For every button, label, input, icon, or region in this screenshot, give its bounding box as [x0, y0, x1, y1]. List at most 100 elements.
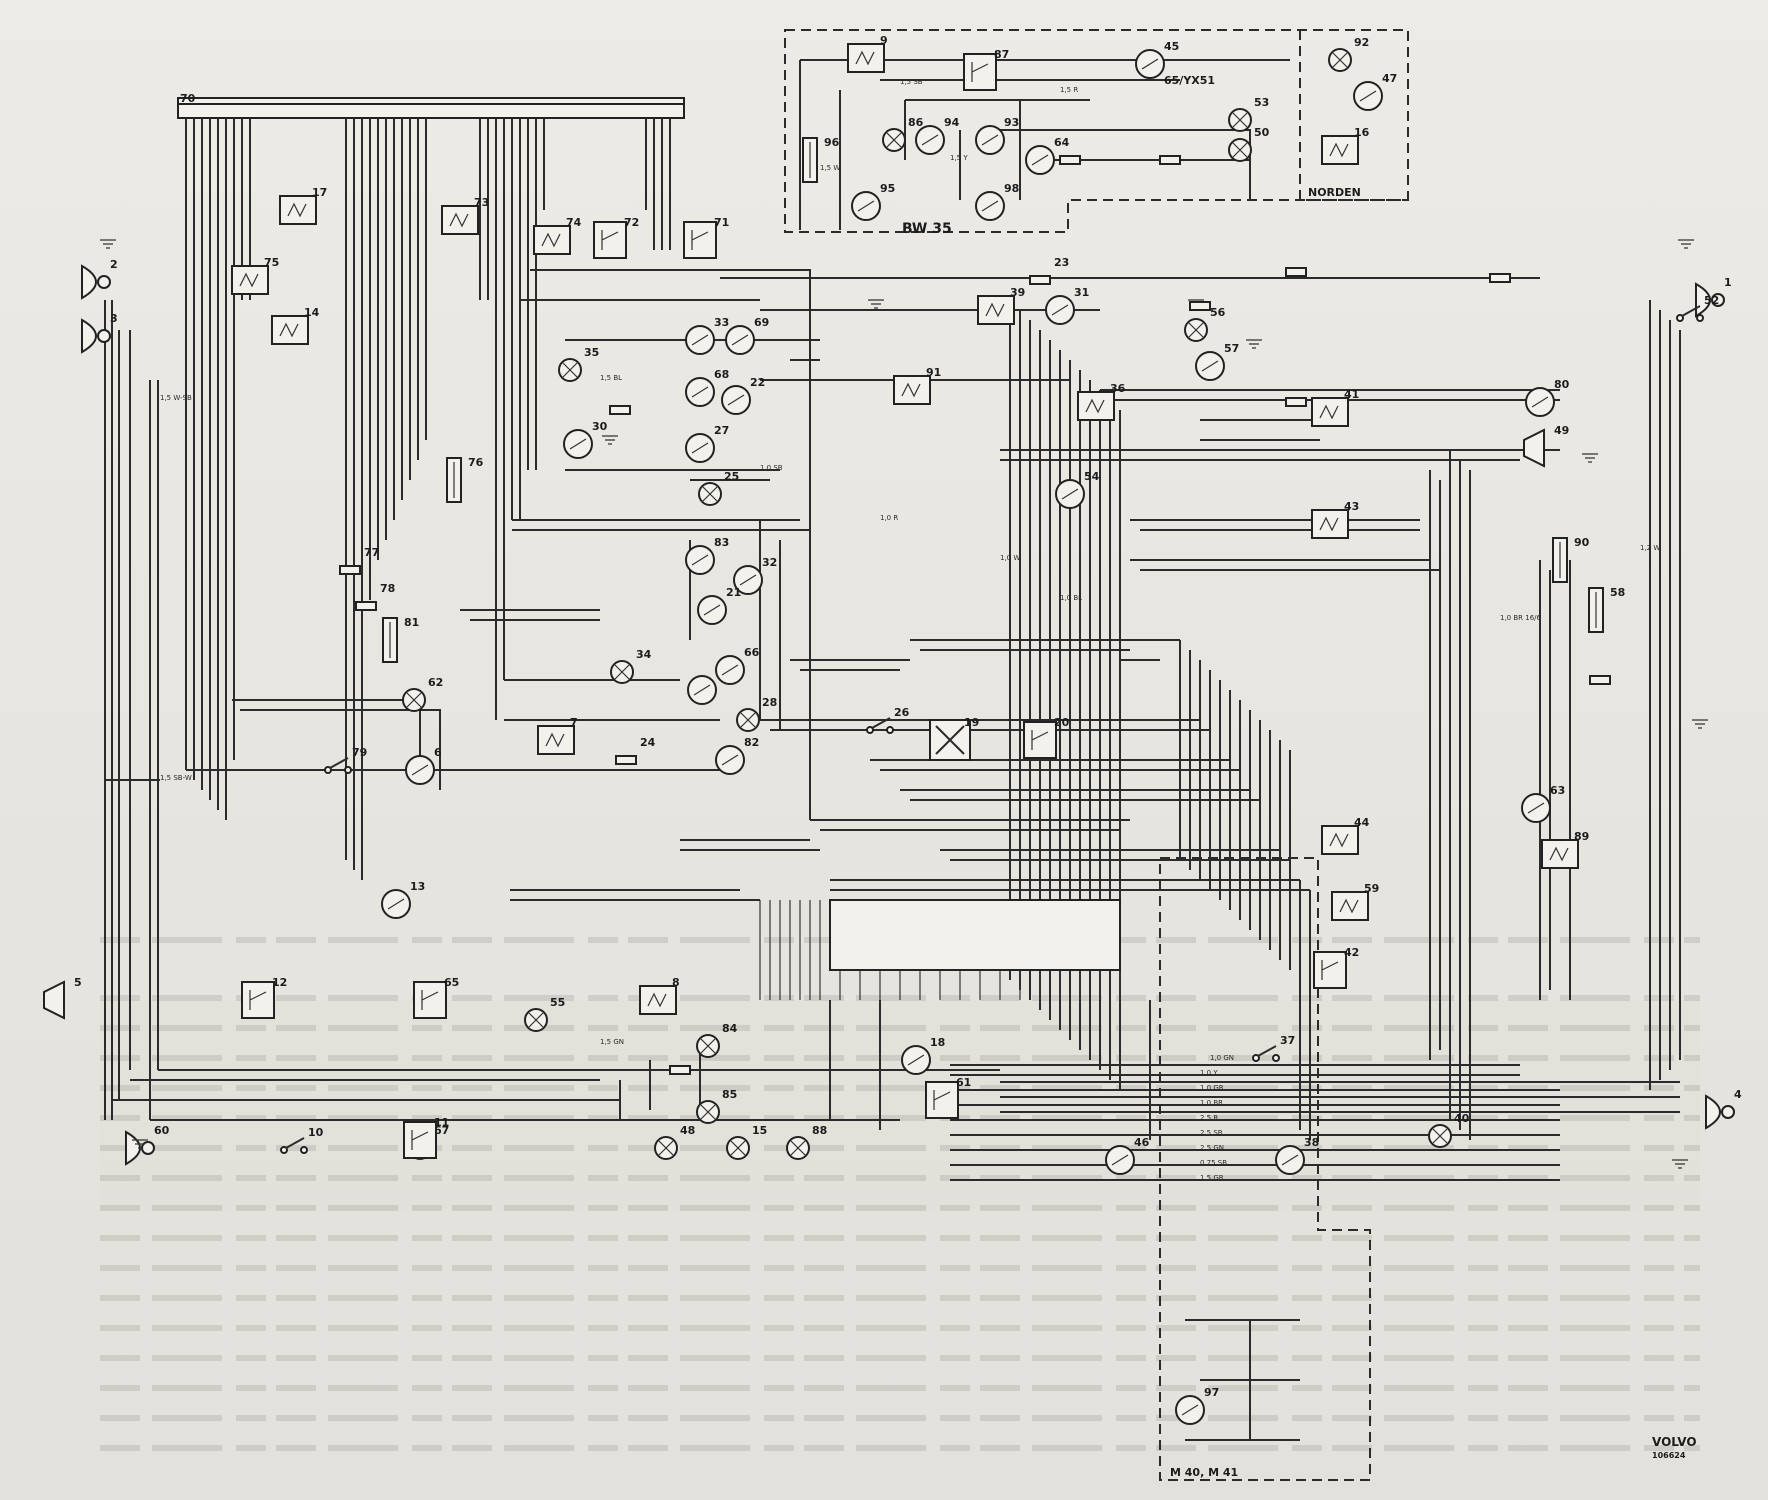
component-number: 50 — [1254, 126, 1270, 139]
component-80: 80 — [1525, 378, 1570, 417]
component-43: 43 — [1311, 500, 1359, 539]
component-2: 2 — [81, 258, 118, 300]
fuse-symbol — [1059, 155, 1081, 165]
component-number: 6 — [434, 746, 442, 759]
component-33: 33 — [685, 316, 729, 355]
component-number: 72 — [624, 216, 639, 229]
component-54: 54 — [1055, 470, 1100, 509]
component-number: 1 — [1724, 276, 1732, 289]
wire-color-label: 0,75 SB — [1200, 1159, 1227, 1167]
component-35: 35 — [558, 346, 599, 382]
wire-color-label: 1,0 Y — [1200, 1069, 1218, 1077]
component-number: 67 — [434, 1124, 449, 1137]
component-number: 53 — [1254, 96, 1269, 109]
component-61: 61 — [925, 1076, 971, 1119]
component-number: 49 — [1554, 424, 1569, 437]
component-number: 76 — [468, 456, 484, 469]
fuse-symbol — [1285, 267, 1307, 277]
component-number: 39 — [1010, 286, 1025, 299]
component-number: 20 — [1054, 716, 1070, 729]
component-15: 15 — [726, 1124, 767, 1160]
wire-harness — [104, 59, 1681, 1441]
component-91: 91 — [893, 366, 941, 405]
norden-label: NORDEN — [1308, 186, 1361, 199]
component-number: 38 — [1304, 1136, 1319, 1149]
component-number: 27 — [714, 424, 729, 437]
wire-color-label: 1,0 SB — [760, 464, 783, 472]
component-93: 93 — [975, 116, 1019, 155]
component-71: 71 — [683, 216, 729, 259]
component-number: 93 — [1004, 116, 1019, 129]
reference-number: 106624 — [1652, 1451, 1686, 1460]
component-77: 77 — [339, 546, 379, 575]
component-number: 98 — [1004, 182, 1019, 195]
ground-symbol — [1692, 719, 1708, 729]
component-74: 74 — [533, 216, 582, 255]
component-number: 65 — [444, 976, 459, 989]
component-14: 14 — [271, 306, 320, 345]
component-1: 1 — [1695, 276, 1732, 318]
fuse-symbol — [1589, 675, 1611, 685]
component-7: 7 — [537, 716, 578, 755]
fuse-box — [829, 899, 1121, 971]
wire-color-label: 1,0 BR 16/6 — [1500, 614, 1542, 622]
component-number: 89 — [1574, 830, 1589, 843]
wire-color-label: 1,5 GN — [600, 1038, 624, 1046]
norden-option-box — [1299, 30, 1408, 201]
component-number: 14 — [304, 306, 320, 319]
component-number: 64 — [1054, 136, 1070, 149]
component-number: 32 — [762, 556, 777, 569]
component-79: 79 — [324, 746, 367, 774]
component-number: 57 — [1224, 342, 1239, 355]
component-38: 38 — [1275, 1136, 1319, 1175]
component-number: 90 — [1574, 536, 1590, 549]
component-number: 18 — [930, 1036, 945, 1049]
component-number: 95 — [880, 182, 895, 195]
wire-color-label: 1,0 BL — [1060, 594, 1082, 602]
component-28: 28 — [736, 696, 777, 732]
m40-m41-label: M 40, M 41 — [1170, 1466, 1238, 1479]
component-36: 36 — [1077, 382, 1126, 421]
component-86: 86 — [882, 116, 924, 152]
component-number: 33 — [714, 316, 729, 329]
ground-symbol — [132, 1139, 148, 1149]
component-37: 37 — [1252, 1034, 1295, 1062]
component-number: 11 — [434, 1116, 449, 1129]
component-53: 53 — [1228, 96, 1269, 132]
component-number: 82 — [744, 736, 759, 749]
ground-symbol — [1672, 1159, 1688, 1169]
component-58: 58 — [1588, 586, 1625, 633]
component-number: 55 — [550, 996, 565, 1009]
component-97: 97 — [1175, 1386, 1219, 1425]
wire-color-label: 1,5 SB-W — [160, 774, 192, 782]
component-number: 7 — [570, 716, 578, 729]
component-90: 90 — [1552, 536, 1590, 583]
wire-color-label: 2,5 SB — [1200, 1129, 1223, 1137]
component-number: 46 — [1134, 1136, 1150, 1149]
component-number: 75 — [264, 256, 279, 269]
component-24: 24 — [615, 736, 656, 765]
component-59: 59 — [1331, 882, 1379, 921]
component-number: 91 — [926, 366, 941, 379]
component-number: 92 — [1354, 36, 1369, 49]
wire-color-label: 1,5 W — [820, 164, 840, 172]
component-number: 34 — [636, 648, 652, 661]
component-4: 4 — [1705, 1088, 1742, 1130]
component-number: 4 — [1734, 1088, 1742, 1101]
component-number: 24 — [640, 736, 656, 749]
component-70: 70 — [180, 92, 196, 105]
component-number: 66 — [744, 646, 760, 659]
component-96: 96 — [802, 136, 840, 183]
ground-symbol — [1582, 453, 1598, 463]
fuse-symbol — [1159, 155, 1181, 165]
component-48: 48 — [654, 1124, 695, 1160]
component-number: 28 — [762, 696, 777, 709]
component-46: 46 — [1105, 1136, 1150, 1175]
component-number: 74 — [566, 216, 582, 229]
component-number: 19 — [964, 716, 979, 729]
component-number: 85 — [722, 1088, 737, 1101]
component-number: 22 — [750, 376, 765, 389]
wire-color-label: 2,5 GN — [1200, 1144, 1224, 1152]
